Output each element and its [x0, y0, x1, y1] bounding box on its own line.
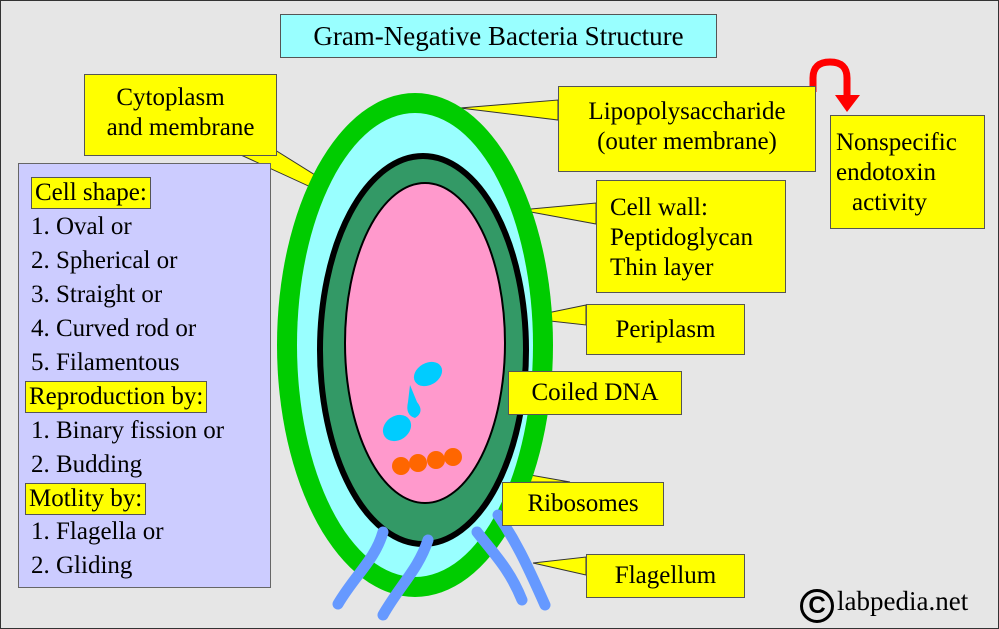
motility-item: 2. Gliding — [31, 552, 133, 579]
coiled-dna — [382, 361, 443, 442]
cell-shape-item: 3. Straight or — [31, 281, 163, 308]
lps-label-line2: (outer membrane) — [597, 128, 777, 155]
endotoxin-label: Nonspecific endotoxin activity — [830, 115, 985, 229]
cytoplasm-region — [344, 182, 506, 504]
cell-wall-label-line1: Cell wall: — [610, 194, 708, 221]
motility-item: 1. Flagella or — [31, 518, 164, 545]
ribosomes — [392, 448, 462, 475]
lps-label: Lipopolysaccharide (outer membrane) — [558, 86, 816, 172]
cell-shape-item: 2. Spherical or — [31, 247, 178, 274]
endotoxin-label-line3: activity — [852, 189, 927, 216]
cell-shape-item: 1. Oval or — [31, 213, 132, 240]
reproduction-item: 1. Binary fission or — [31, 417, 225, 444]
cell-wall-label: Cell wall: Peptidoglycan Thin layer — [596, 180, 786, 293]
reproduction-header: Reproduction by: — [25, 381, 208, 413]
characteristics-panel: Cell shape: 1. Oval or 2. Spherical or 3… — [18, 163, 271, 588]
coiled-dna-label-text: Coiled DNA — [531, 379, 659, 406]
cell-wall-label-line3: Thin layer — [610, 254, 714, 281]
periplasm-label-text: Periplasm — [615, 316, 716, 343]
cell-wall-label-line2: Peptidoglycan — [610, 224, 754, 251]
periplasm-label: Periplasm — [586, 304, 745, 355]
copyright-text: labpedia.net — [837, 586, 969, 616]
cell-shape-item: 5. Filamentous — [31, 349, 180, 376]
cell-shape-item: 4. Curved rod or — [31, 315, 197, 342]
lps-pointer — [459, 99, 559, 121]
flagellum-label-text: Flagellum — [614, 562, 717, 589]
endotoxin-label-line2: endotoxin — [836, 159, 936, 186]
endotoxin-arrow — [809, 58, 860, 112]
coiled-dna-label: Coiled DNA — [508, 371, 682, 415]
cytoplasm-label: Cytoplasm and membrane — [84, 74, 277, 156]
ribosomes-label: Ribosomes — [502, 482, 664, 526]
endotoxin-label-line1: Nonspecific — [836, 129, 957, 156]
cell-shape-header: Cell shape: — [31, 177, 151, 209]
ribosomes-label-text: Ribosomes — [527, 490, 639, 517]
flagellum-label: Flagellum — [586, 554, 745, 598]
reproduction-item: 2. Budding — [31, 451, 143, 478]
motility-header: Motlity by: — [25, 483, 147, 515]
lps-label-line1: Lipopolysaccharide — [588, 98, 786, 125]
cytoplasm-label-line1: Cytoplasm — [116, 84, 225, 111]
flagellum-pointer — [532, 556, 587, 576]
copyright-icon: C — [800, 589, 834, 623]
diagram-title: Gram-Negative Bacteria Structure — [280, 14, 717, 58]
cytoplasm-label-line2: and membrane — [106, 114, 255, 141]
